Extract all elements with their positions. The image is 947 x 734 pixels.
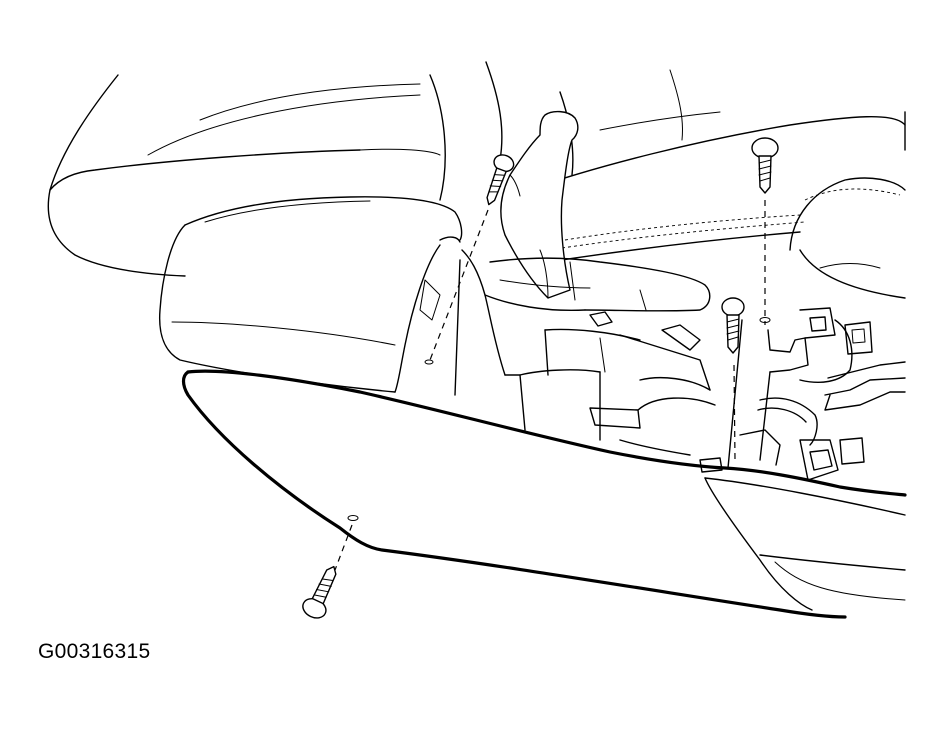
screw-icon xyxy=(721,297,745,354)
rear-seat-right xyxy=(527,69,906,263)
parking-brake-handle xyxy=(500,110,579,299)
bracket-and-wiring xyxy=(699,307,906,481)
guide-line xyxy=(429,209,489,361)
guide-line xyxy=(733,364,736,461)
guide-line xyxy=(334,524,353,571)
console-interior xyxy=(454,249,716,441)
screw-icon xyxy=(751,137,779,194)
console-side-panel xyxy=(181,369,907,619)
rear-seat-left xyxy=(47,61,503,277)
screw-icon xyxy=(302,565,337,619)
fastener-guides xyxy=(334,200,771,571)
figure-code: G00316315 xyxy=(38,640,151,663)
front-seat-right xyxy=(789,177,906,299)
console-lid xyxy=(158,196,463,393)
screw-icon xyxy=(486,154,515,206)
